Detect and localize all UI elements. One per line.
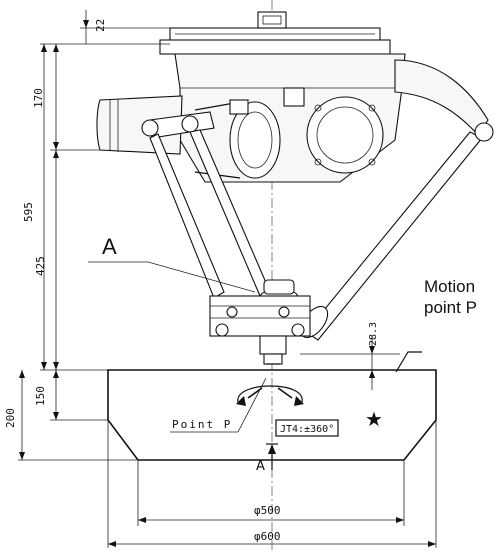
- clearance-dimension: [300, 336, 400, 390]
- point-p-label: Point P: [172, 418, 232, 431]
- jt4-box: [275, 419, 339, 437]
- dim-inner-diameter: φ500: [254, 504, 281, 517]
- section-arrow-icon: [266, 443, 278, 470]
- dim-outer-diameter: φ600: [254, 530, 281, 543]
- view-a-callout: [88, 261, 256, 293]
- star-icon: ★: [365, 407, 383, 431]
- section-a-label: A: [256, 459, 265, 474]
- dim-clearance: 28.3: [368, 322, 379, 346]
- point-p-callout: [170, 377, 267, 433]
- rotation-arrow-icon: [236, 385, 304, 406]
- dim-top-offset: 22: [94, 19, 107, 32]
- left-arms: [141, 111, 271, 299]
- dim-lower-total: 200: [4, 408, 17, 428]
- dimension-lines-left: [18, 10, 170, 461]
- dim-total-height: 595: [22, 202, 35, 222]
- jt4-label: JT4:±360°: [280, 424, 334, 435]
- wrist-assembly: [209, 279, 311, 365]
- dim-lower-stroke: 150: [34, 386, 47, 406]
- diameter-dimensions: [107, 420, 437, 548]
- robot-base: [96, 11, 489, 183]
- view-a-label: A: [102, 234, 117, 259]
- motion-range-label-line1: Motion: [424, 277, 475, 296]
- dim-arm-height: 425: [34, 256, 47, 276]
- motion-range-label-line2: point P: [424, 298, 477, 317]
- dim-base-height: 170: [32, 88, 45, 108]
